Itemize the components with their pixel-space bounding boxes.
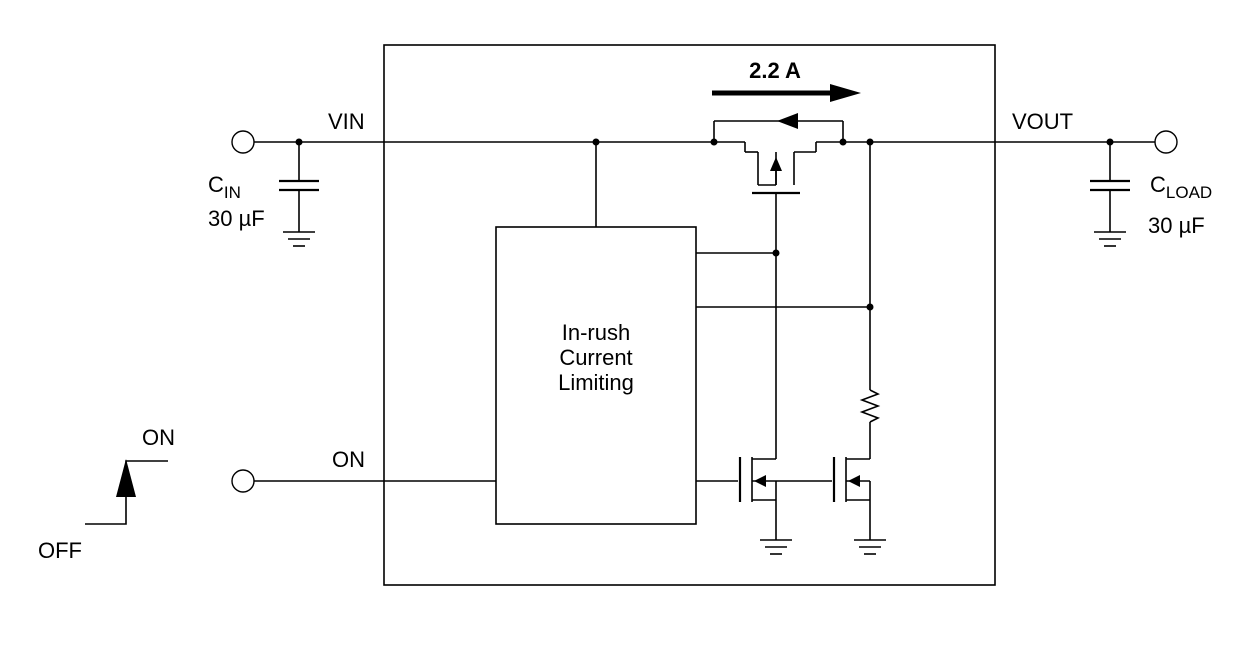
on-terminal[interactable]: [231, 469, 255, 493]
cin-label: CIN: [208, 172, 241, 202]
block-label-line3: Limiting: [558, 370, 634, 395]
device-outline: [383, 44, 996, 586]
vin-label: VIN: [328, 109, 365, 134]
vout-label: VOUT: [1012, 109, 1073, 134]
inrush-block: [495, 226, 697, 525]
cload-capacitor: [1090, 138, 1130, 232]
cload-value: 30 µF: [1148, 213, 1205, 238]
cin-capacitor: [279, 138, 319, 232]
switch-off-label: OFF: [38, 538, 82, 563]
pass-fet: [710, 113, 847, 195]
block-label-line2: Current: [559, 345, 632, 370]
cin-ground-icon: [283, 231, 315, 247]
control-nmos-right: [832, 445, 871, 540]
switch-on-label: ON: [142, 425, 175, 450]
control-nmos-left: [696, 445, 777, 540]
vin-terminal[interactable]: [231, 130, 255, 154]
current-arrow-head: [830, 84, 861, 102]
on-pin-label: ON: [332, 447, 365, 472]
cload-label: CLOAD: [1150, 172, 1212, 202]
vout-terminal[interactable]: [1154, 130, 1178, 154]
current-label: 2.2 A: [749, 58, 801, 83]
block-label-line1: In-rush: [562, 320, 630, 345]
on-off-arrow-icon: [116, 459, 136, 497]
ground-icon-left: [760, 539, 792, 555]
cload-ground-icon: [1094, 231, 1126, 247]
ground-icon-right: [854, 539, 886, 555]
discharge-resistor: [859, 389, 881, 423]
cin-value: 30 µF: [208, 206, 265, 231]
